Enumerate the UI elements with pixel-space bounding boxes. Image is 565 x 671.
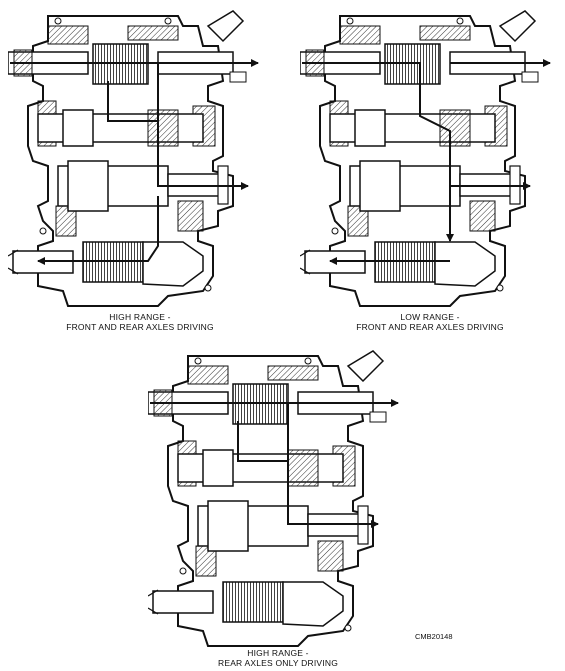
caption-subtitle: FRONT AND REAR AXLES DRIVING <box>66 322 214 332</box>
caption-title: HIGH RANGE - <box>247 648 309 658</box>
caption-high-range-rear-only: HIGH RANGE - REAR AXLES ONLY DRIVING <box>178 648 378 668</box>
caption-low-range-front-rear: LOW RANGE - FRONT AND REAR AXLES DRIVING <box>330 312 530 332</box>
diagram-high-range-front-rear <box>8 10 259 307</box>
power-flow-arrows <box>10 59 259 265</box>
diagram-high-range-rear-only <box>148 350 399 647</box>
caption-title: HIGH RANGE - <box>109 312 171 322</box>
power-flow-arrows <box>150 399 399 528</box>
power-flow-arrows <box>302 59 551 265</box>
caption-high-range-front-rear: HIGH RANGE - FRONT AND REAR AXLES DRIVIN… <box>40 312 240 332</box>
caption-title: LOW RANGE - <box>400 312 460 322</box>
caption-subtitle: REAR AXLES ONLY DRIVING <box>217 658 339 668</box>
diagram-low-range-front-rear <box>300 10 551 307</box>
caption-subtitle: FRONT AND REAR AXLES DRIVING <box>356 322 504 332</box>
figure-id: CMB20148 <box>415 632 453 641</box>
